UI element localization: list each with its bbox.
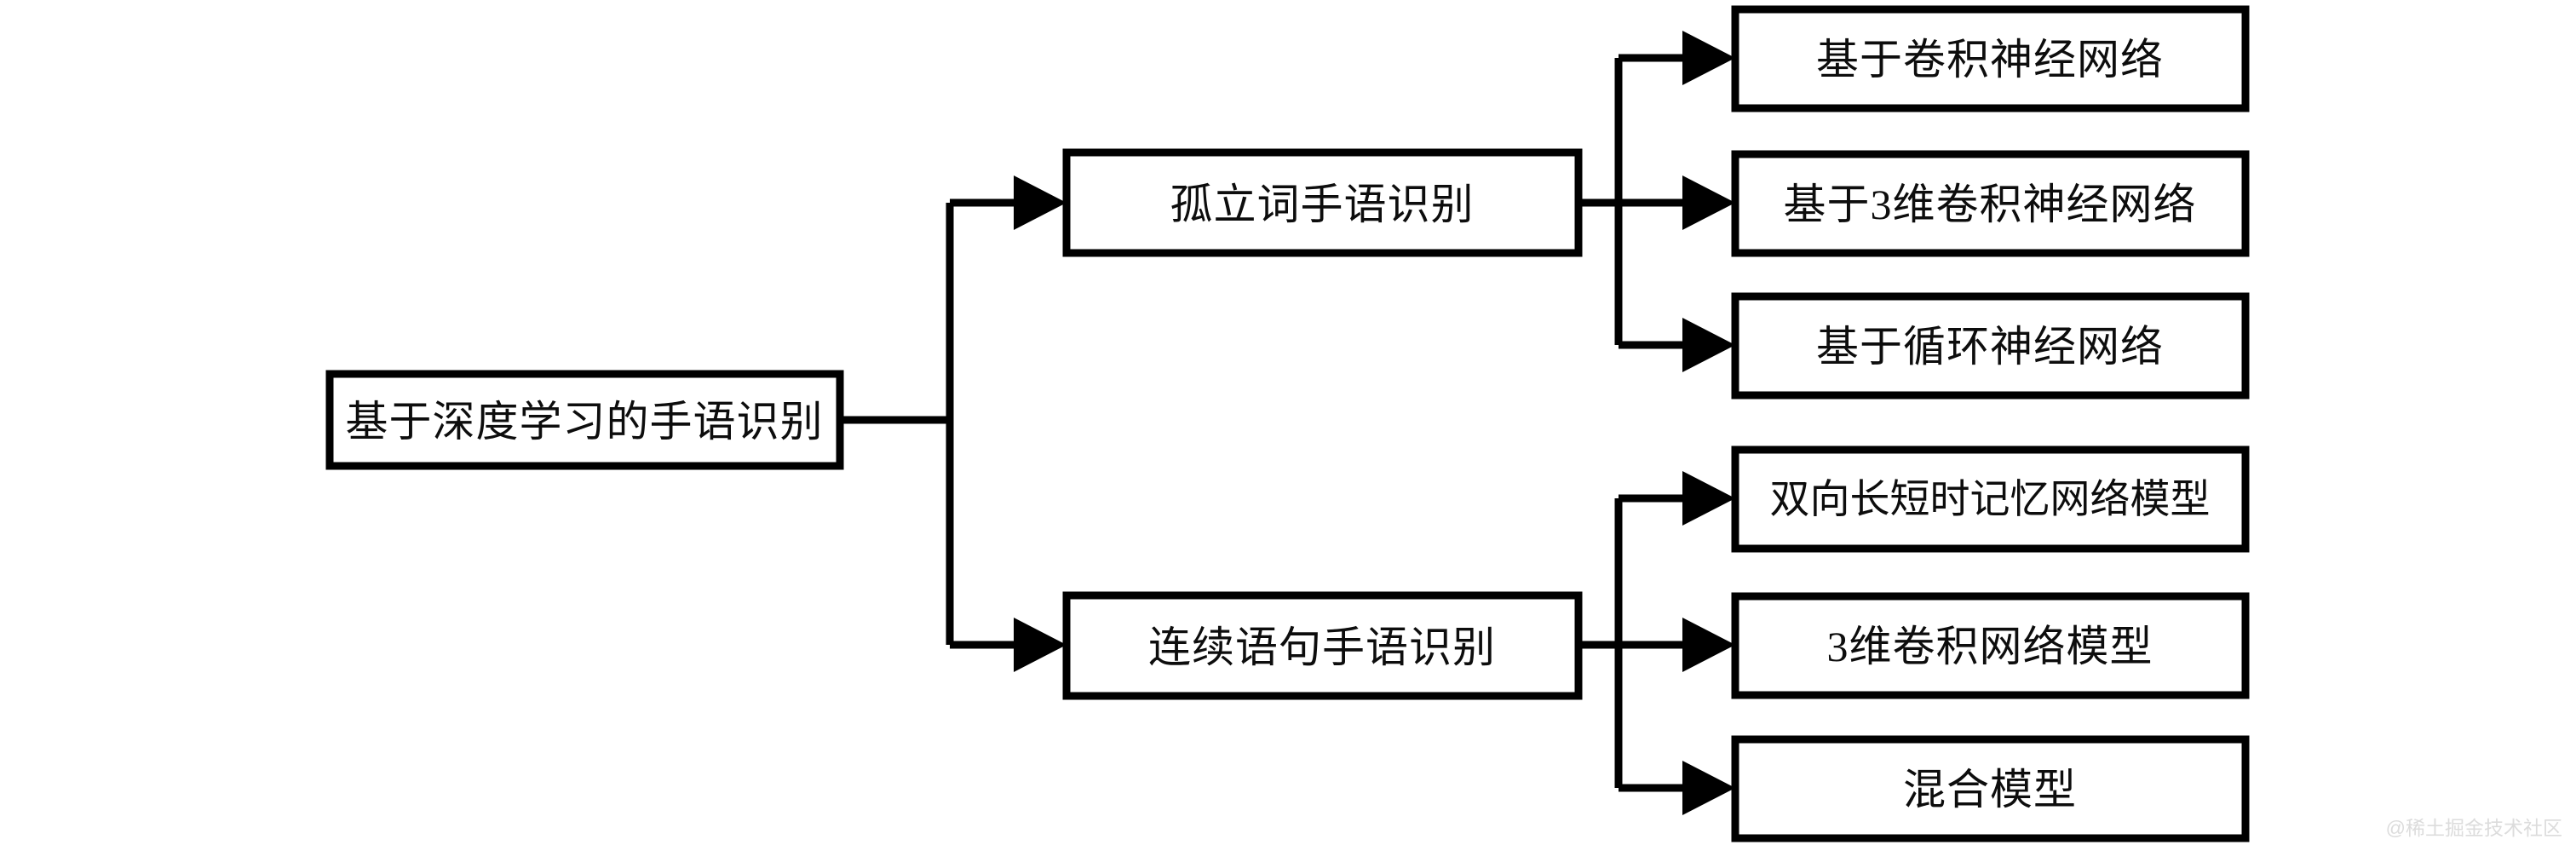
node-leaf-2[interactable]: 基于3维卷积神经网络	[1731, 150, 2250, 257]
node-leaf-4-label: 双向长短时记忆网络模型	[1770, 478, 2211, 522]
arrow-head-leaf-6	[1682, 761, 1735, 815]
node-leaf-2-box[interactable]	[1731, 150, 2250, 257]
node-branch-1-box[interactable]	[1062, 148, 1583, 257]
node-leaf-5[interactable]: 3维卷积网络模型	[1731, 592, 2250, 699]
node-leaf-4-box[interactable]	[1731, 445, 2250, 553]
node-branch-2[interactable]: 连续语句手语识别	[1062, 591, 1583, 700]
arrow-head-leaf-5	[1682, 618, 1735, 672]
arrow-head-leaf-3	[1682, 318, 1735, 372]
node-leaf-1-label: 基于卷积神经网络	[1816, 36, 2164, 83]
arrow-head-leaf-1	[1682, 31, 1735, 85]
connector-group-branch-1	[1582, 31, 1735, 372]
watermark-label: @稀土掘金技术社区	[2386, 817, 2562, 839]
node-leaf-3-label: 基于循环神经网络	[1816, 323, 2164, 371]
arrow-head-branch-2	[1014, 618, 1067, 672]
node-leaf-6-box[interactable]	[1731, 735, 2250, 842]
node-root-label: 基于深度学习的手语识别	[346, 398, 824, 445]
arrow-head-leaf-4	[1682, 471, 1735, 526]
connector-group-branch-2	[1582, 471, 1735, 815]
node-branch-2-box[interactable]	[1062, 591, 1583, 700]
arrow-head-leaf-2	[1682, 175, 1735, 230]
node-branch-2-label: 连续语句手语识别	[1148, 624, 1496, 671]
node-leaf-1[interactable]: 基于卷积神经网络	[1731, 5, 2250, 112]
node-leaf-3[interactable]: 基于循环神经网络	[1731, 292, 2250, 400]
node-leaf-3-box[interactable]	[1731, 292, 2250, 400]
node-leaf-5-label: 3维卷积网络模型	[1827, 623, 2153, 670]
node-branch-1[interactable]: 孤立词手语识别	[1062, 148, 1583, 257]
connector-group-root	[843, 175, 1067, 672]
node-leaf-5-box[interactable]	[1731, 592, 2250, 699]
node-leaf-6-label: 混合模型	[1903, 766, 2077, 813]
node-root-box[interactable]	[325, 370, 844, 470]
node-root[interactable]: 基于深度学习的手语识别	[325, 370, 844, 470]
node-leaf-6[interactable]: 混合模型	[1731, 735, 2250, 842]
arrow-head-branch-1	[1014, 175, 1067, 230]
node-leaf-2-label: 基于3维卷积神经网络	[1784, 181, 2197, 228]
node-branch-1-label: 孤立词手语识别	[1170, 181, 1475, 228]
node-leaf-4[interactable]: 双向长短时记忆网络模型	[1731, 445, 2250, 553]
node-leaf-1-box[interactable]	[1731, 5, 2250, 112]
